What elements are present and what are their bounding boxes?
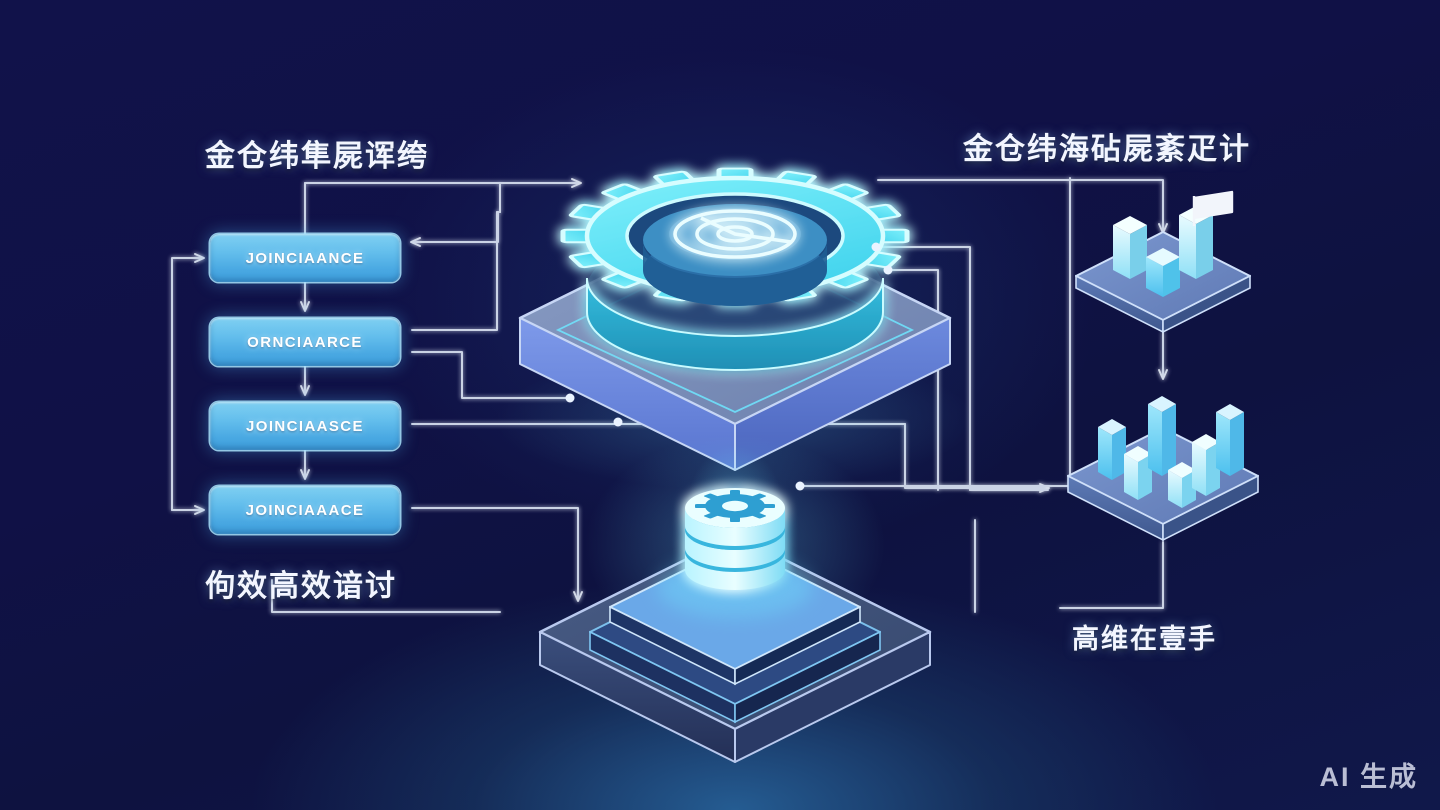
caption-top-left-text: 金仓纬隼屍诨绔	[205, 140, 429, 173]
database-cylinder-icon	[685, 488, 785, 590]
bar-chart-node-top[interactable]	[1075, 190, 1251, 334]
connector-loopback-left	[171, 253, 205, 511]
radar-target-icon	[643, 204, 827, 306]
caption-bottom-right: 高维在壹手	[1072, 617, 1217, 656]
process-box-4[interactable]: JOINCIAAACE	[210, 486, 400, 534]
caption-top-right: 金仓纬海砧屍紊疋计	[963, 124, 1251, 168]
process-box-3[interactable]: JOINCIAASCE	[210, 402, 400, 450]
caption-top-right-text: 金仓纬海砧屍紊疋计	[963, 133, 1251, 166]
connector-box2-to-gear-platform	[411, 212, 498, 331]
bar-chart-icon	[1113, 206, 1213, 297]
bar-chart-icon	[1098, 396, 1244, 508]
caption-bottom-right-text: 高维在壹手	[1072, 624, 1217, 654]
node-hotspots	[565, 242, 893, 427]
ai-generated-watermark: AI 生成	[1319, 755, 1418, 794]
connector-chartbottom-caption	[1059, 541, 1164, 609]
gear-icon	[695, 490, 775, 522]
connector-caption-bottomleft	[271, 579, 501, 613]
process-box-2-label: ORNCIAARCE	[247, 333, 363, 351]
caption-bottom-left-text: 佝效高效谙讨	[205, 570, 397, 603]
caption-bottom-left: 佝效高效谙讨	[205, 561, 397, 605]
process-box-2[interactable]: ORNCIAARCE	[210, 318, 400, 366]
process-box-3-label: JOINCIAASCE	[246, 417, 364, 435]
connector-gear-to-chart-top	[877, 179, 1168, 234]
process-box-1-label: JOINCIAANCE	[245, 249, 365, 267]
database-storage-node[interactable]	[538, 435, 932, 763]
flag-icon	[1192, 190, 1234, 226]
watermark-text: AI 生成	[1319, 762, 1418, 792]
connector-box4-to-bottom	[411, 507, 583, 602]
process-box-1[interactable]: JOINCIAANCE	[210, 234, 400, 282]
gear-processing-node[interactable]	[495, 167, 975, 490]
node-hotspot-database	[795, 481, 805, 491]
bar-chart-node-bottom[interactable]	[1067, 396, 1259, 542]
caption-top-left: 金仓纬隼屍诨绔	[205, 131, 429, 175]
process-box-4-label: JOINCIAAACE	[245, 501, 365, 519]
